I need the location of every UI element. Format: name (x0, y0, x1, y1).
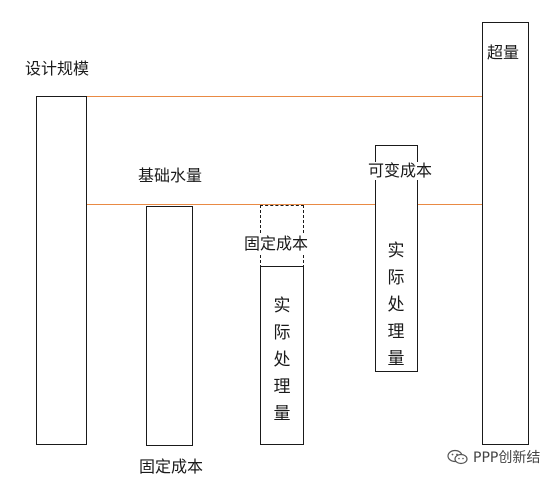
excess-label: 超量 (487, 43, 520, 62)
variable-cost-label: 可变成本 (368, 161, 433, 180)
actual-treatment-label-left: 实 际 处 理 量 (273, 296, 291, 424)
basic-water-bar (146, 206, 193, 446)
basic-water-label: 基础水量 (138, 166, 203, 185)
fixed-cost-bottom-label: 固定成本 (139, 457, 204, 476)
actual-treatment-label-right: 实 际 处 理 量 (387, 241, 405, 369)
watermark-text: PPP创新结 (473, 450, 541, 466)
design-scale-line (36, 96, 528, 97)
variable-cost-bar (375, 145, 418, 372)
source-watermark: PPP创新结 (447, 449, 540, 467)
actual-treatment-bar-left (260, 266, 304, 445)
design-scale-label: 设计规模 (25, 59, 90, 78)
excess-bar (482, 22, 529, 445)
wechat-icon (447, 449, 468, 465)
basic-water-line (86, 204, 528, 205)
fixed-cost-inner-label: 固定成本 (244, 234, 309, 253)
design-scale-bar (36, 96, 87, 445)
